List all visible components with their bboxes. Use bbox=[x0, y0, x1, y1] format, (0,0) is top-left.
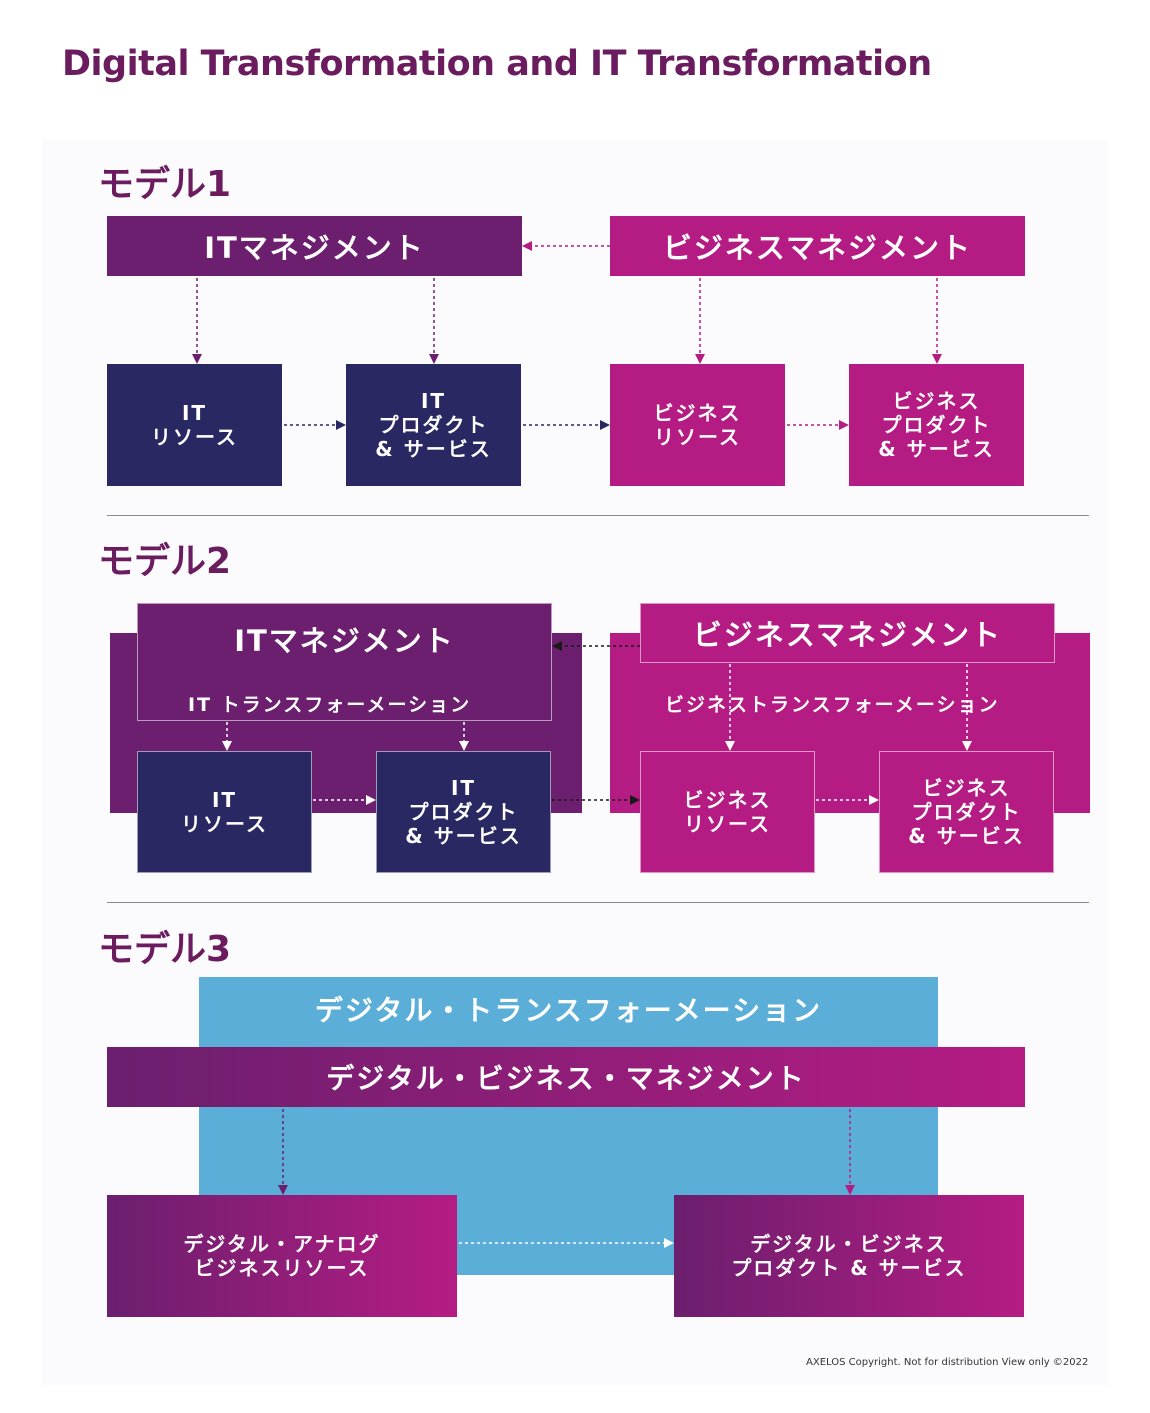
model-2-business-management: ビジネスマネジメント bbox=[640, 603, 1055, 663]
page-title: Digital Transformation and IT Transforma… bbox=[62, 44, 932, 84]
divider-2 bbox=[107, 902, 1089, 903]
model-2-it-management: ITマネジメント bbox=[137, 603, 552, 721]
divider-1 bbox=[107, 515, 1089, 516]
model-1-it-resources: IT リソース bbox=[107, 364, 282, 486]
model-2-business-products-services: ビジネス プロダクト & サービス bbox=[879, 751, 1054, 873]
model-2-it-management-label: ITマネジメント bbox=[234, 624, 455, 658]
model-2-business-resources: ビジネス リソース bbox=[640, 751, 815, 873]
model-1-business-resources: ビジネス リソース bbox=[610, 364, 785, 486]
model-1-it-management: ITマネジメント bbox=[107, 216, 522, 276]
model-1-it-products-services: IT プロダクト & サービス bbox=[346, 364, 521, 486]
model-2-business-transformation-label: ビジネストランスフォーメーション bbox=[665, 694, 1000, 716]
model-3-digital-business-management: デジタル・ビジネス・マネジメント bbox=[107, 1047, 1025, 1107]
model-2-it-products-services: IT プロダクト & サービス bbox=[376, 751, 551, 873]
copyright-footer: AXELOS Copyright. Not for distribution V… bbox=[806, 1357, 1089, 1368]
model-1-business-products-services: ビジネス プロダクト & サービス bbox=[849, 364, 1024, 486]
model-3-digital-transformation-label: デジタル・トランスフォーメーション bbox=[314, 994, 823, 1027]
model-2-label: モデル2 bbox=[98, 541, 232, 582]
model-2-it-transformation-label: IT トランスフォーメーション bbox=[188, 694, 472, 716]
model-2-it-resources: IT リソース bbox=[137, 751, 312, 873]
model-3-digital-analog-business-resources: デジタル・アナログ ビジネスリソース bbox=[107, 1195, 457, 1317]
model-3-digital-business-products-services: デジタル・ビジネス プロダクト & サービス bbox=[674, 1195, 1024, 1317]
model-1-business-management: ビジネスマネジメント bbox=[610, 216, 1025, 276]
model-1-label: モデル1 bbox=[98, 164, 232, 205]
model-3-label: モデル3 bbox=[98, 929, 232, 970]
